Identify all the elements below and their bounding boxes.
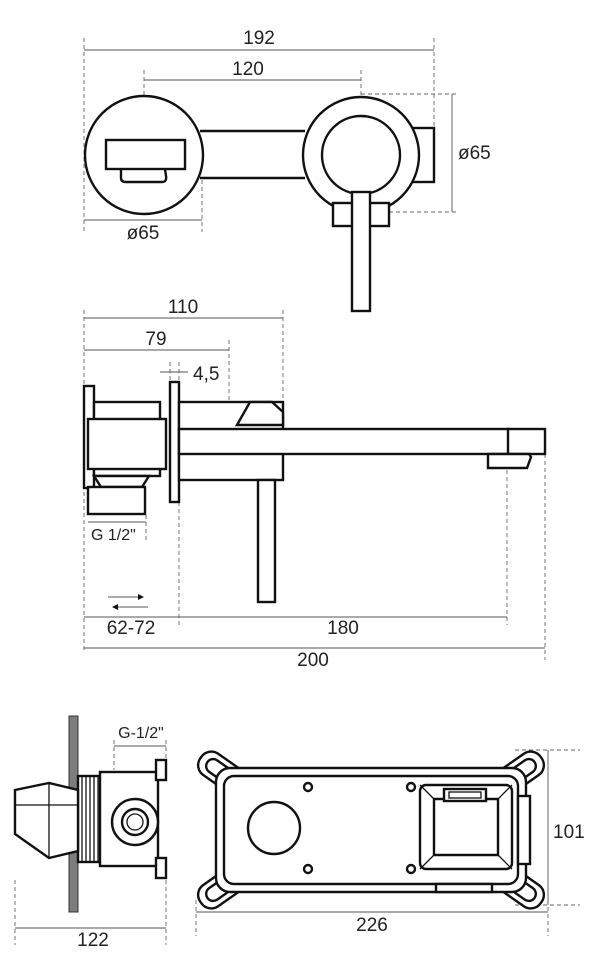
dim-d65-left-label: ø65 bbox=[127, 223, 160, 244]
dim-110-label: 110 bbox=[168, 297, 198, 318]
side-view: 110 79 4,5 G 1/2" 62-72 18 bbox=[82, 297, 547, 671]
dim-192-label: 192 bbox=[243, 28, 275, 49]
dim-226-label: 226 bbox=[356, 915, 388, 936]
wall-plate bbox=[168, 380, 181, 504]
inlet-nut bbox=[86, 485, 147, 516]
box-thread-label: G-1/2" bbox=[118, 725, 164, 742]
dim-62-72-label: 62-72 bbox=[107, 618, 156, 639]
box-inlet-inner bbox=[120, 807, 150, 837]
dim-120-label: 120 bbox=[232, 59, 264, 80]
box-inlet-outer bbox=[110, 797, 160, 847]
box-side-view: G-1/2" 122 bbox=[13, 715, 168, 951]
box-front-view: 226 101 bbox=[195, 749, 585, 936]
dim-79-label: 79 bbox=[145, 329, 166, 350]
dim-thread-label: G 1/2" bbox=[91, 527, 136, 544]
dim-200-label: 200 bbox=[297, 650, 329, 671]
spout-tip bbox=[506, 427, 547, 456]
side-lever bbox=[256, 478, 277, 604]
mixer-lever bbox=[350, 190, 372, 313]
dim-180-label: 180 bbox=[327, 618, 359, 639]
box-outlet bbox=[246, 800, 302, 856]
cartridge-housing bbox=[418, 783, 514, 871]
protective-cap bbox=[13, 781, 80, 860]
mixer-knob bbox=[320, 114, 402, 196]
dim-101-label: 101 bbox=[553, 822, 585, 843]
spout bbox=[177, 427, 511, 456]
dim-122-label: 122 bbox=[77, 930, 109, 951]
top-view: 192 120 ø65 ø65 bbox=[83, 28, 491, 313]
dim-4-5-label: 4,5 bbox=[193, 364, 219, 385]
threaded-sleeve bbox=[76, 774, 102, 864]
dim-d65-right-label: ø65 bbox=[458, 143, 491, 164]
